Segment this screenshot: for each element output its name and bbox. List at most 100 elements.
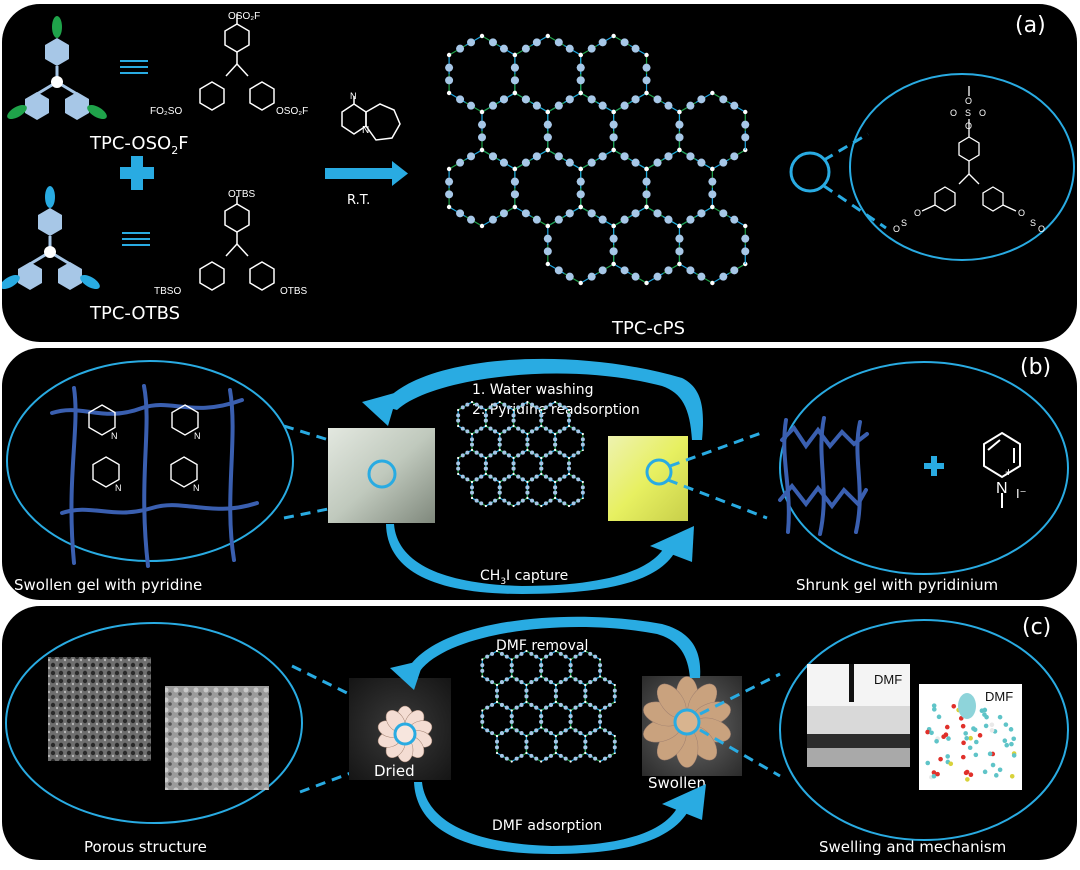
network-node: [609, 133, 618, 142]
network-node: [497, 490, 502, 495]
network-node: [607, 702, 612, 707]
network-node: [642, 177, 651, 186]
network-node: [543, 474, 548, 479]
network-center: [481, 658, 484, 661]
network-center: [578, 90, 583, 96]
model-atom: [990, 762, 996, 768]
network-node: [730, 101, 739, 110]
network-node: [548, 680, 553, 685]
model-atom: [929, 730, 934, 736]
network-node: [598, 719, 603, 724]
network-node: [516, 501, 521, 506]
network-node: [554, 101, 563, 110]
top-arrow-c-label: DMF removal: [496, 638, 588, 654]
network-center: [510, 726, 513, 729]
network-center: [512, 52, 518, 58]
network-node: [578, 753, 583, 758]
network-node: [565, 272, 574, 281]
network-node: [485, 705, 490, 710]
network-node: [620, 38, 629, 47]
network-node: [520, 498, 525, 503]
network-node: [516, 474, 521, 479]
network-node: [520, 402, 525, 407]
network-node: [499, 731, 504, 736]
right-group-label: OSO₂F: [276, 106, 308, 117]
cycle-arrow-top-c-icon: [390, 616, 701, 690]
network-node: [598, 663, 603, 668]
network-node: [557, 450, 562, 455]
model-atom: [931, 773, 937, 779]
network-center: [470, 448, 474, 452]
focus-circle-right: [645, 458, 673, 486]
focus-circle-swollen: [673, 708, 701, 736]
bottom-arrow-c-label: DMF adsorption: [492, 818, 602, 834]
panel-c-swelling: Dried Swollen DMF removal DMF adsorption…: [2, 606, 1077, 860]
pyridinium-n: N: [996, 480, 1008, 497]
network-node: [565, 44, 574, 53]
product-label: TPC-cPS: [611, 318, 685, 339]
pyridine-ring: [88, 404, 116, 436]
network-center: [545, 109, 551, 115]
network-center: [611, 109, 616, 115]
network-node: [686, 215, 695, 224]
model-atom: [925, 729, 930, 735]
network-node: [653, 209, 662, 218]
network-node: [553, 739, 558, 744]
network-node: [510, 177, 519, 186]
network-center: [540, 760, 543, 763]
network-node: [499, 702, 504, 707]
network-node: [557, 429, 562, 434]
network-node: [499, 680, 504, 685]
network-node: [519, 680, 524, 685]
network-center: [512, 204, 518, 210]
network-node: [548, 450, 553, 455]
network-node: [544, 677, 549, 682]
network-node: [514, 654, 519, 659]
network-node: [529, 680, 534, 685]
model-atom: [997, 767, 1003, 773]
network-node: [664, 101, 673, 110]
network-node: [583, 739, 588, 744]
network-node: [488, 474, 493, 479]
model-atom: [960, 754, 966, 760]
panel-b-tag: (b): [1020, 355, 1051, 380]
network-center: [484, 424, 487, 428]
model-atom: [963, 770, 969, 776]
svg-text:O: O: [1038, 224, 1045, 234]
pyridine-n-label: N: [115, 483, 122, 493]
network-node: [588, 680, 593, 685]
network-node: [548, 753, 553, 758]
network-node: [519, 753, 524, 758]
network-node: [548, 429, 553, 434]
network-node: [488, 426, 493, 431]
tpc-osof-structure: [199, 14, 275, 111]
network-node: [580, 437, 585, 442]
network-center: [457, 408, 460, 412]
network-node: [557, 477, 562, 482]
network-node: [573, 677, 578, 682]
network-node: [730, 152, 739, 161]
network-node: [521, 95, 530, 104]
network-node: [543, 120, 552, 129]
network-node: [565, 158, 574, 167]
network-node: [568, 719, 573, 724]
network-node: [539, 714, 544, 719]
network-center: [644, 52, 649, 58]
network-node: [642, 76, 651, 85]
network-mini-c: [480, 649, 617, 763]
network-node: [490, 731, 495, 736]
network-center: [554, 496, 557, 500]
network-node: [686, 266, 695, 275]
network-node: [580, 490, 585, 495]
molecular-model-atoms: [925, 693, 1017, 782]
network-center: [526, 432, 529, 436]
network-center: [578, 280, 583, 286]
model-atom: [964, 735, 969, 741]
network-node: [620, 215, 629, 224]
network-node: [456, 95, 465, 104]
svg-text:O: O: [893, 224, 900, 234]
model-atom: [987, 751, 993, 757]
network-node: [612, 739, 617, 744]
flower-core: [396, 725, 414, 743]
network-node: [493, 498, 498, 503]
